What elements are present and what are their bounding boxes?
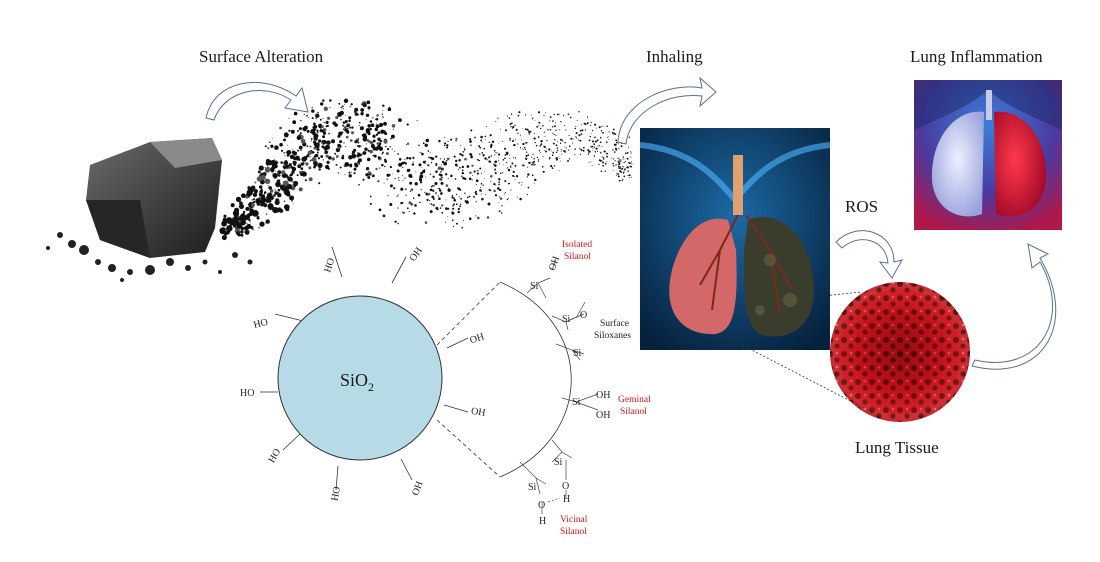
ros-label: ROS [845,197,878,216]
surface-zoom: Si OH Si O Si Si OH OH Si Si O H O H Iso… [436,240,651,537]
isolated-silanol-label-2: Silanol [564,252,591,262]
coal-rock-image [46,138,253,282]
oh-isolated: OH [547,255,562,272]
dust-cloud-image [219,98,633,241]
arrow-inhaling [617,76,717,145]
geminal-silanol-label-2: Silanol [620,407,647,417]
oh-geminal-1: OH [596,390,610,401]
hydroxyl-top-right: OH [408,246,425,264]
surface-siloxanes-label-1: Surface [600,318,629,329]
o-vicinal-2: O [538,500,545,511]
arrow-inflammation [971,243,1057,370]
hydroxyl-top-left: HO [322,257,337,274]
lungs-image [639,128,831,350]
inflamed-lungs-image [914,80,1062,230]
sio2-particle: SiO2 HO OH HO OH HO OH HO HO OH [240,246,486,502]
o-siloxane: O [580,310,587,321]
surface-alteration-label: Surface Alteration [199,47,324,66]
si-vicinal-1: Si [554,457,563,468]
hydroxyl-bottom-right: OH [410,480,425,497]
si-siloxane-1: Si [562,314,571,325]
vicinal-silanol-label-2: Silanol [560,527,587,537]
vicinal-silanol-label-1: Vicinal [560,515,588,525]
hydroxyl-left: HO [240,388,254,399]
hydroxyl-bottom: HO [330,486,343,502]
si-siloxane-2: Si [573,348,582,359]
si-isolated: Si [530,281,539,292]
o-vicinal-1: O [562,481,569,492]
arrow-surface-alteration [205,82,309,121]
zoom-line-top [821,291,863,297]
isolated-silanol-label-1: Isolated [562,240,592,250]
lung-tissue-image [828,280,972,424]
si-vicinal-2: Si [528,482,537,493]
hydroxyl-bottom-left: HO [267,447,284,465]
hydroxyl-right-upper: OH [469,331,486,346]
hydroxyl-right: OH [470,406,486,419]
lung-tissue-label: Lung Tissue [855,438,939,457]
lung-inflammation-label: Lung Inflammation [910,47,1043,66]
sio2-label: SiO2 [340,370,374,394]
h-vicinal-2: H [539,516,546,527]
surface-siloxanes-label-2: Siloxanes [594,331,631,341]
geminal-silanol-label-1: Geminal [618,395,651,405]
arrow-ros [835,230,903,279]
inhaling-label: Inhaling [646,47,703,66]
h-vicinal-1: H [563,494,570,505]
hydroxyl-left-upper: HO [252,317,269,331]
si-geminal: Si [572,397,581,408]
oh-geminal-2: OH [596,410,610,421]
